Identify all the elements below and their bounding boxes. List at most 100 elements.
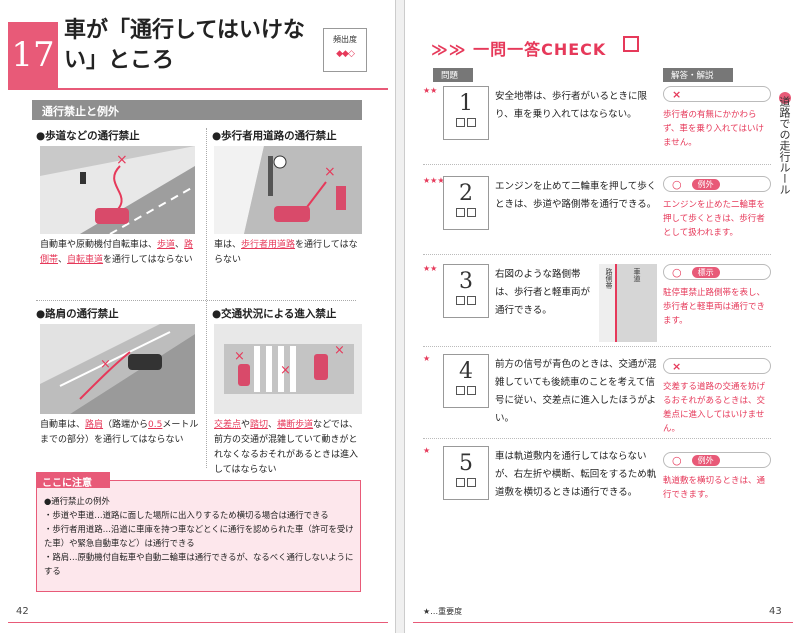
checkbox[interactable] <box>456 208 465 217</box>
term-roadside-strip: 路側帯 <box>40 240 194 265</box>
checkbox[interactable] <box>467 386 476 395</box>
caption-text: を通行してはならない <box>103 255 193 265</box>
check-boxes[interactable] <box>444 118 488 127</box>
roadside-strip-diagram: 路側帯 車道 <box>599 264 657 342</box>
caption-text: を通行してはならない <box>214 240 358 265</box>
question-number-box: 3 <box>443 264 489 318</box>
note-line: ・歩行者用道路…沿道に車庫を持つ車などとくに通行を認められた車（許可を受けた車）… <box>44 524 354 548</box>
answer-tag: 例外 <box>691 178 720 190</box>
answer-mark: ○ <box>672 265 682 279</box>
svg-text:×: × <box>116 152 128 168</box>
frequency-marks: ◆◆◇ <box>336 49 355 59</box>
checkbox[interactable] <box>467 296 476 305</box>
check-boxes[interactable] <box>444 386 488 395</box>
shoulder-illustration: × <box>40 324 195 414</box>
chapter-number: 17 <box>8 22 58 88</box>
term-sidewalk: 歩道 <box>157 240 176 250</box>
answer-3: ○標示 駐停車禁止路側帯を表し、歩行者と軽車両は通行できます。 <box>663 264 771 328</box>
caption-text: 自動車は、 <box>40 420 86 430</box>
checkbox[interactable] <box>456 296 465 305</box>
note-line: ・路肩…原動機付自転車や自動二輪車は通行できるが、なるべく通行しないようにする <box>44 552 354 576</box>
frequency-label: 頻出度 <box>333 35 357 44</box>
term-bicycle-lane: 自転車道 <box>67 255 104 265</box>
checkbox[interactable] <box>456 478 465 487</box>
question-number-box: 4 <box>443 354 489 408</box>
importance-stars: ★ <box>423 446 431 455</box>
importance-stars: ★★ <box>423 264 438 273</box>
check-boxes[interactable] <box>444 478 488 487</box>
answer-badge: × <box>663 86 771 102</box>
importance-legend: ★…重要度 <box>423 607 463 616</box>
answer-mark: × <box>672 87 682 101</box>
term-pedestrian-road: 歩行者用道路 <box>241 240 296 250</box>
footer-rule <box>413 622 793 623</box>
svg-text:×: × <box>100 357 111 372</box>
question-number-box: 2 <box>443 176 489 230</box>
svg-text:×: × <box>334 343 345 358</box>
side-tab: 道路での走行ルール <box>778 96 791 195</box>
question-number: 3 <box>459 269 473 294</box>
note-line: ・歩道や車道…道路に面した場所に出入りするため横切る場合は通行できる <box>44 510 329 520</box>
question-number: 1 <box>459 91 473 116</box>
term-intersection: 交差点 <box>214 420 242 430</box>
check-boxes[interactable] <box>444 208 488 217</box>
caption-shoulder: 自動車は、路肩（路端から0.5メートルまでの部分）を通行してはならない <box>40 418 200 448</box>
header-rule <box>8 88 388 90</box>
caption-text: などでは、前方の交通が混雑していて動きがとれなくなるおそれがあるときは進入しては… <box>214 420 359 475</box>
answer-badge: ○例外 <box>663 452 771 468</box>
caption-text: 、 <box>175 240 185 250</box>
checkbox[interactable] <box>467 478 476 487</box>
answer-mark: ○ <box>672 177 682 191</box>
question-1: ★★ 1 安全地帯は、歩行者がいるときに限り、車を乗り入れてはならない。 <box>423 86 658 166</box>
checkbox[interactable] <box>467 208 476 217</box>
row-separator <box>423 438 771 439</box>
chapter-title: 車が「通行してはいけない」ところ <box>64 18 305 73</box>
answer-badge: ○ 標示 <box>663 264 771 280</box>
answer-tag: 標示 <box>691 266 720 278</box>
answer-tag: 例外 <box>691 454 720 466</box>
left-page: 17 車が「通行してはいけない」ところ 頻出度 ◆◆◇ 通行禁止と例外 ●歩道な… <box>0 0 396 633</box>
term-distance: 0.5 <box>148 420 163 430</box>
row-separator <box>423 254 771 255</box>
question-text: 安全地帯は、歩行者がいるときに限り、車を乗り入れてはならない。 <box>495 91 648 120</box>
panel-divider-horizontal <box>36 300 356 301</box>
row-separator <box>423 164 771 165</box>
note-line: ●通行禁止の例外 <box>44 496 110 506</box>
caption-text: （路端から <box>103 420 149 430</box>
right-page: ≫≫ 一問一答CHECK 問題 解答・解説 道路での走行ルール ★★ 1 安全地… <box>404 0 800 633</box>
checkbox[interactable] <box>456 386 465 395</box>
check-boxes[interactable] <box>444 296 488 305</box>
arrows-icon: ≫≫ <box>431 40 467 59</box>
panel-heading-shoulder: ●路肩の通行禁止 <box>36 308 119 320</box>
caption-congestion: 交差点や踏切、横断歩道などでは、前方の交通が混雑していて動きがとれなくなるおそれ… <box>214 418 364 478</box>
caption-text: 、 <box>58 255 68 265</box>
quiz-title-text: 一問一答CHECK <box>473 40 607 59</box>
checkbox[interactable] <box>456 118 465 127</box>
question-2: ★★★ 2 エンジンを止めて二輪車を押して歩くときは、歩道や路側帯を通行できる。 <box>423 176 658 256</box>
question-3: ★★ 3 右図のような路側帯は、歩行者と軽車両が通行できる。 路側帯 車道 <box>423 264 658 344</box>
checkbox[interactable] <box>467 118 476 127</box>
svg-text:×: × <box>234 349 245 364</box>
page-number-left: 42 <box>16 606 29 617</box>
panel-heading-sidewalk: ●歩道などの通行禁止 <box>36 130 140 142</box>
question-number-box: 1 <box>443 86 489 140</box>
answer-badge: × <box>663 358 771 374</box>
svg-text:×: × <box>280 363 291 378</box>
answer-4: × 交差する道路の交通を妨げるおそれがあるときは、交差点に進入してはいけません。 <box>663 358 771 436</box>
term-shoulder: 路肩 <box>85 420 104 430</box>
row-separator <box>423 346 771 347</box>
term-crosswalk: 横断歩道 <box>277 420 314 430</box>
panel-divider-vertical <box>206 128 207 468</box>
question-number: 5 <box>459 451 473 476</box>
panel-heading-pedestrian-road: ●歩行者用道路の通行禁止 <box>212 130 337 142</box>
sidewalk-illustration: × <box>40 146 195 234</box>
congestion-illustration: × × × <box>214 324 362 414</box>
section-title: 通行禁止と例外 <box>32 100 362 120</box>
svg-text:×: × <box>324 164 336 180</box>
answer-explanation: エンジンを止めた二輪車を押して歩くときは、歩行者として扱われます。 <box>663 200 766 238</box>
answer-column-header: 解答・解説 <box>663 68 733 82</box>
answer-badge: ○ 例外 <box>663 176 771 192</box>
question-5: ★ 5 車は軌道敷内を通行してはならないが、右左折や横断、転回をするため軌道敷を… <box>423 446 658 526</box>
caption-text: 車は、 <box>214 240 242 250</box>
question-text: 前方の信号が青色のときは、交通が混雑していても後続車のことを考えて信号に従い、交… <box>495 359 657 424</box>
